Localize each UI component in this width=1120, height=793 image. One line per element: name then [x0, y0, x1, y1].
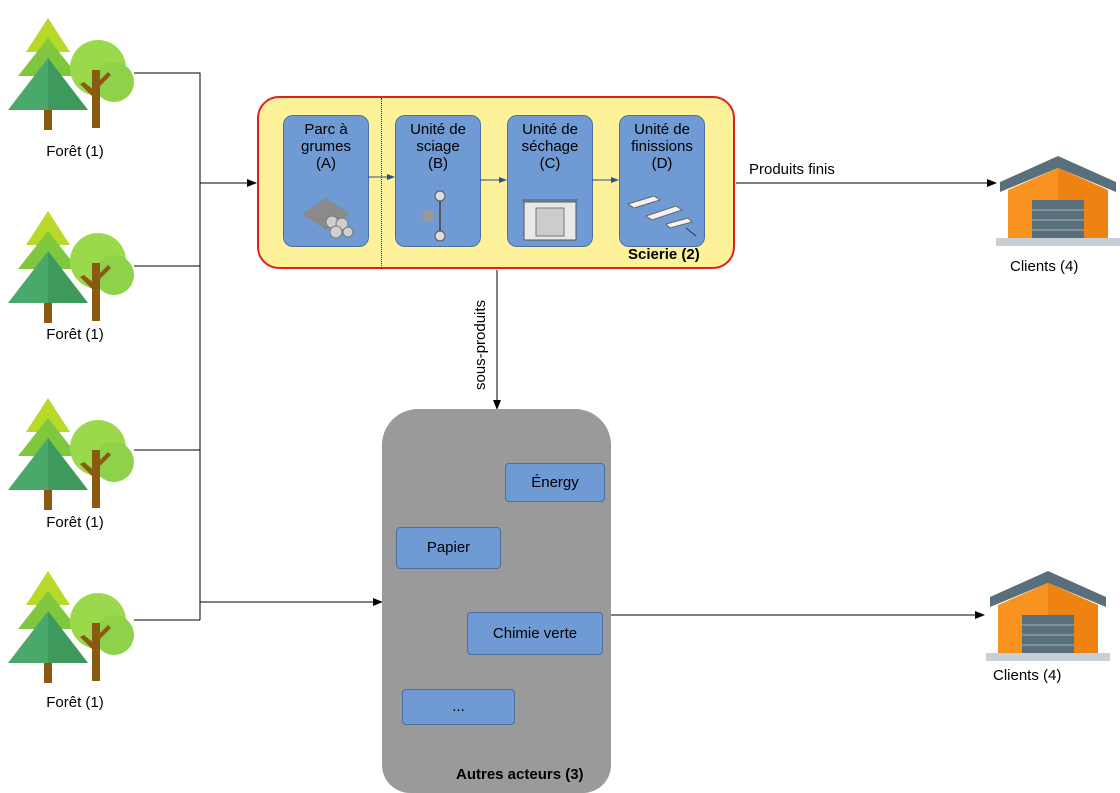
actor-paper: Papier [396, 527, 501, 569]
warehouse-icon [986, 535, 1110, 661]
sawmill-divider [381, 98, 382, 268]
stage-label-line: (D) [651, 155, 673, 172]
stage-label-line: Unité de [522, 121, 578, 138]
finished-products-label: Produits finis [749, 161, 835, 178]
stage-label-line: (C) [539, 155, 561, 172]
stage-label-line: Unité de [634, 121, 690, 138]
stage-log-yard: Parc à grumes (A) [283, 115, 369, 247]
forest-icon [6, 563, 134, 693]
dryer-icon [522, 199, 578, 241]
planks-icon [626, 196, 697, 237]
forest-icon [6, 203, 134, 333]
saw-icon [422, 190, 446, 242]
warehouse-icon [996, 120, 1120, 246]
forest-icon [6, 390, 134, 520]
stage-finishing: Unité de finissions (D) [619, 115, 705, 247]
by-products-label: sous-produits [472, 299, 489, 390]
stage-label-line: sciage [416, 138, 460, 155]
forest-label: Forêt (1) [46, 514, 104, 531]
stage-label-line: finissions [631, 138, 693, 155]
stage-drying: Unité de séchage (C) [507, 115, 593, 247]
other-actors-title: Autres acteurs (3) [456, 766, 584, 783]
logs-icon [302, 198, 354, 239]
forest-label: Forêt (1) [46, 694, 104, 711]
sawmill-title: Scierie (2) [628, 246, 700, 263]
actor-other: ... [402, 689, 515, 725]
stage-label-line: (B) [428, 155, 448, 172]
stage-label-line: (A) [316, 155, 336, 172]
forest-connectors [134, 72, 201, 621]
actor-energy: Énergy [505, 463, 605, 502]
stage-label-line: Parc à [304, 121, 348, 138]
stage-label-line: Unité de [410, 121, 466, 138]
forest-label: Forêt (1) [46, 326, 104, 343]
forest-icon [6, 10, 134, 140]
stage-sawing: Unité de sciage (B) [395, 115, 481, 247]
stage-label-line: séchage [521, 138, 579, 155]
actor-green-chemistry: Chimie verte [467, 612, 603, 655]
stage-label-line: grumes [300, 138, 352, 155]
forest-label: Forêt (1) [46, 143, 104, 160]
client-label: Clients (4) [993, 667, 1062, 684]
client-label: Clients (4) [1010, 258, 1079, 275]
